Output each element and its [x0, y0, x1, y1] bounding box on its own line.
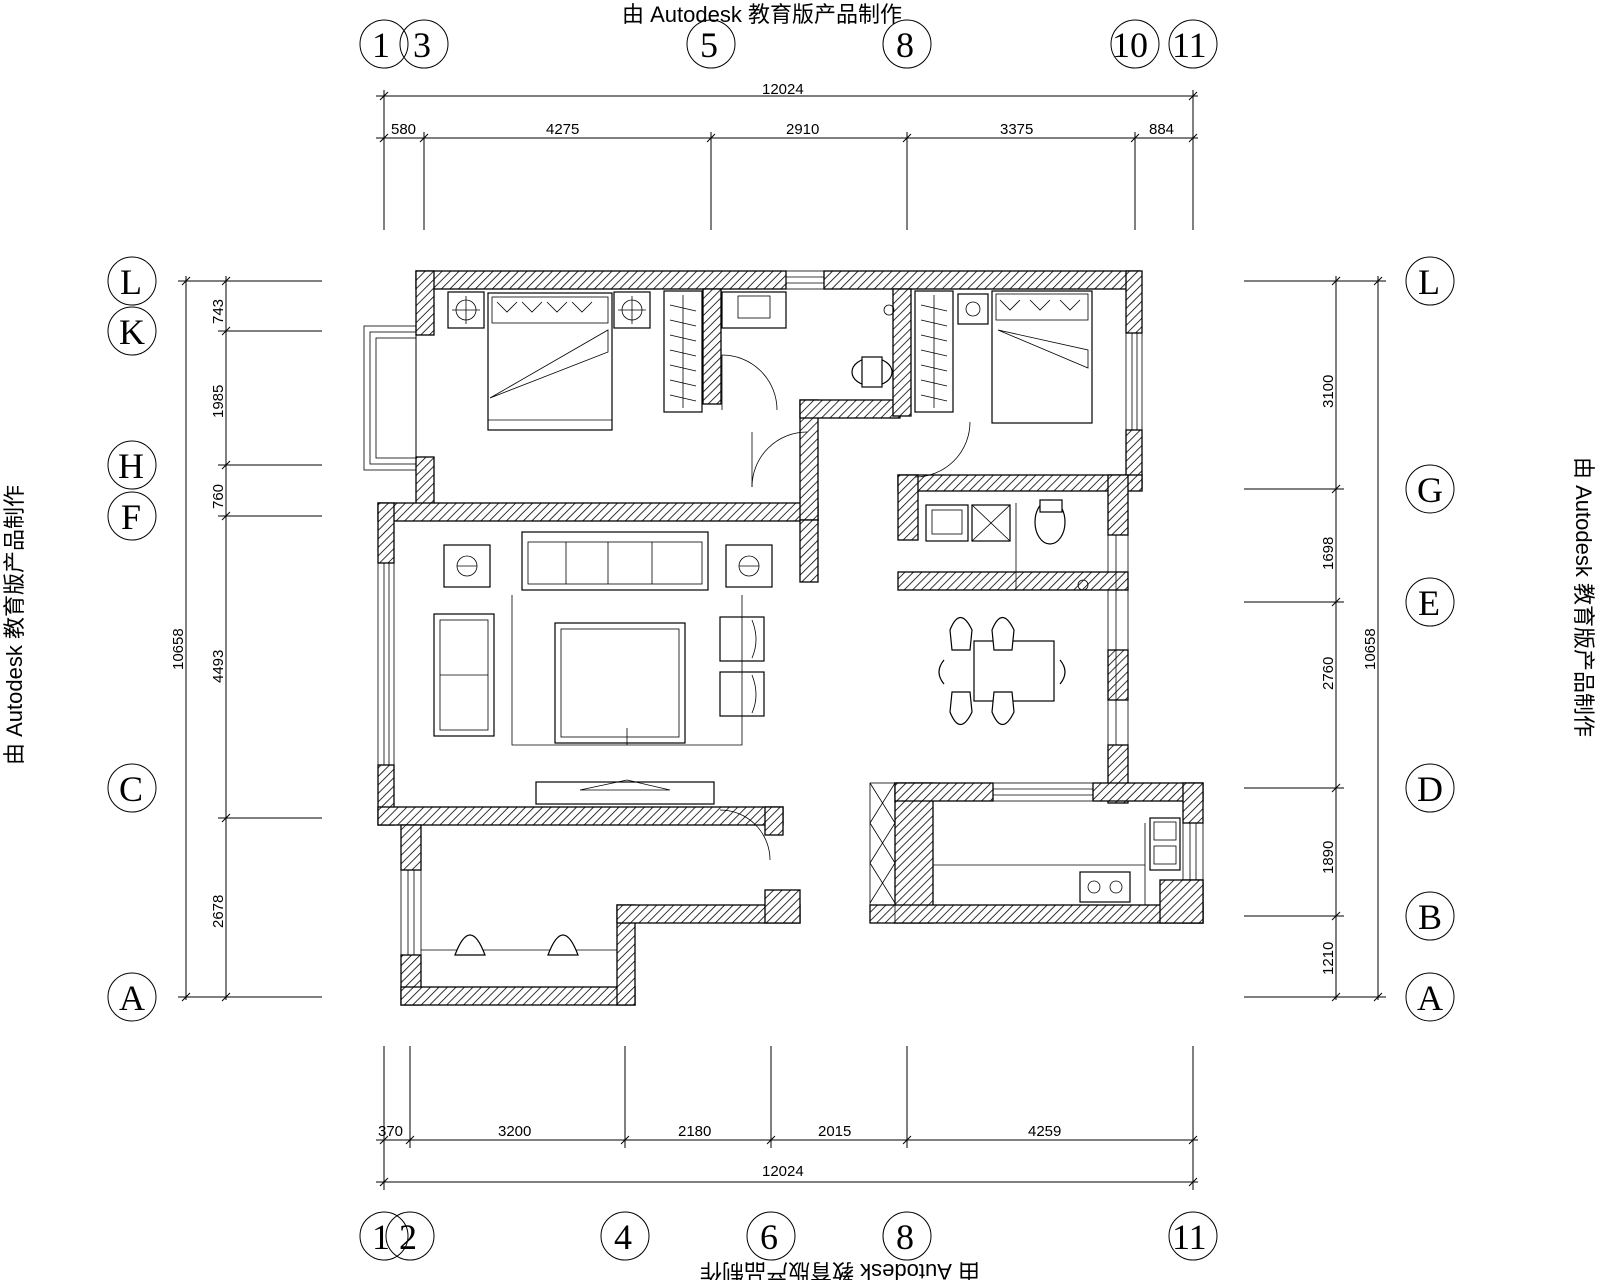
- right-dim-4: 1890: [1320, 841, 1337, 874]
- bottom-axis-6: 6: [760, 1217, 778, 1257]
- sofa: [433, 531, 709, 737]
- left-axis-L: L: [120, 262, 142, 302]
- bottom-axis-1: 1: [372, 1217, 390, 1257]
- top-axis-1: 1: [372, 25, 390, 65]
- right-dimension-lines: [1244, 276, 1386, 1002]
- top-axis-bubbles: [359, 19, 1218, 69]
- right-dim-5: 1210: [1320, 942, 1337, 975]
- right-axis-L: L: [1418, 262, 1440, 302]
- right-axis-G: G: [1417, 470, 1443, 510]
- watermark-bottom: 由 Autodesk 教育版产品制作: [700, 1259, 980, 1280]
- bottom-axis-4: 4: [614, 1217, 632, 1257]
- bottom-dim-4: 2015: [818, 1123, 851, 1140]
- left-dim-2: 1985: [210, 385, 227, 418]
- left-total-dim: 10658: [170, 628, 187, 670]
- small-bathroom-fixtures: [925, 499, 1089, 591]
- bottom-dim-5: 4259: [1028, 1123, 1061, 1140]
- right-axis-A: A: [1417, 978, 1443, 1018]
- right-total-dim: 10658: [1362, 628, 1379, 670]
- left-dim-3: 760: [210, 484, 227, 509]
- left-axis-K: K: [119, 312, 145, 352]
- bottom-axis-2: 2: [399, 1217, 417, 1257]
- watermark-left: 由 Autodesk 教育版产品制作: [2, 485, 27, 765]
- top-axis-5: 5: [700, 25, 718, 65]
- rug-and-tv: [511, 595, 743, 805]
- left-axis-C: C: [119, 769, 143, 809]
- top-dim-1: 580: [391, 121, 416, 138]
- study-chairs: [421, 934, 617, 956]
- wardrobe: [663, 290, 954, 413]
- windows: [377, 270, 1204, 956]
- bottom-total-dim: 12024: [762, 1163, 804, 1180]
- top-axis-10: 10: [1112, 25, 1148, 65]
- doors: [719, 421, 971, 861]
- right-dim-1: 3100: [1320, 375, 1337, 408]
- master-bed: [487, 292, 613, 431]
- coffee-table: [554, 622, 686, 744]
- left-axis-A: A: [119, 978, 145, 1018]
- top-axis-8: 8: [896, 25, 914, 65]
- right-axis-B: B: [1418, 897, 1442, 937]
- dining-set: [938, 616, 1066, 726]
- top-axis-11: 11: [1172, 25, 1207, 65]
- top-dim-2: 4275: [546, 121, 579, 138]
- bottom-dim-2: 3200: [498, 1123, 531, 1140]
- second-bedroom-bed: [957, 290, 1093, 424]
- top-total-dim: 12024: [762, 81, 804, 98]
- bottom-axis-bubbles: [359, 1211, 1218, 1261]
- kitchen-fixtures: [869, 782, 1181, 924]
- watermark-right: 由 Autodesk 教育版产品制作: [1571, 457, 1596, 737]
- right-axis-bubbles: [1405, 256, 1455, 1022]
- right-axis-E: E: [1418, 583, 1440, 623]
- top-dim-5: 884: [1149, 121, 1174, 138]
- bottom-dimension-lines: [376, 1046, 1198, 1190]
- top-dim-4: 3375: [1000, 121, 1033, 138]
- right-axis-D: D: [1417, 769, 1443, 809]
- watermark-top: 由 Autodesk 教育版产品制作: [622, 2, 902, 27]
- bottom-axis-11: 11: [1172, 1217, 1207, 1257]
- left-axis-F: F: [121, 497, 141, 537]
- top-dimension-lines: [376, 90, 1198, 230]
- left-dim-5: 2678: [210, 895, 227, 928]
- left-axis-H: H: [118, 446, 144, 486]
- left-dim-4: 4493: [210, 650, 227, 683]
- side-table-lamp-icon: [443, 544, 773, 588]
- top-axis-3: 3: [413, 25, 431, 65]
- bathroom-fixtures: [721, 291, 895, 411]
- left-axis-bubbles: [107, 256, 157, 1022]
- right-dim-2: 1698: [1320, 537, 1337, 570]
- bottom-axis-8: 8: [896, 1217, 914, 1257]
- right-dim-3: 2760: [1320, 657, 1337, 690]
- bottom-dim-3: 2180: [678, 1123, 711, 1140]
- left-dim-1: 743: [210, 299, 227, 324]
- left-dimension-lines: [178, 276, 322, 1002]
- balcony: [363, 325, 417, 471]
- bottom-dim-1: 370: [378, 1123, 403, 1140]
- nightstand-lamp-icon: [447, 291, 651, 329]
- top-dim-3: 2910: [786, 121, 819, 138]
